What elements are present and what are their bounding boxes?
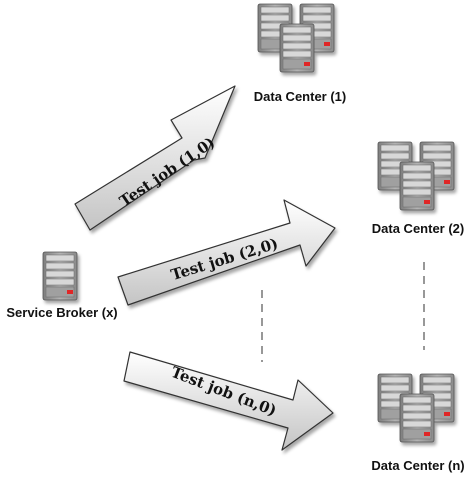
data-center-n-label: Data Center (n) xyxy=(371,458,464,473)
service-broker-label: Service Broker (x) xyxy=(6,305,117,320)
arrow-test-job-n xyxy=(123,351,334,451)
data-center-1-label: Data Center (1) xyxy=(254,89,346,104)
data-center-1-server-icon xyxy=(258,4,334,72)
data-center-2-label: Data Center (2) xyxy=(372,221,464,236)
arrow-test-job-1 xyxy=(74,85,236,231)
arrow-test-job-2 xyxy=(117,199,336,306)
data-center-n-server-icon xyxy=(378,374,454,442)
service-broker-server-icon xyxy=(42,251,78,301)
data-center-2-server-icon xyxy=(378,142,454,210)
